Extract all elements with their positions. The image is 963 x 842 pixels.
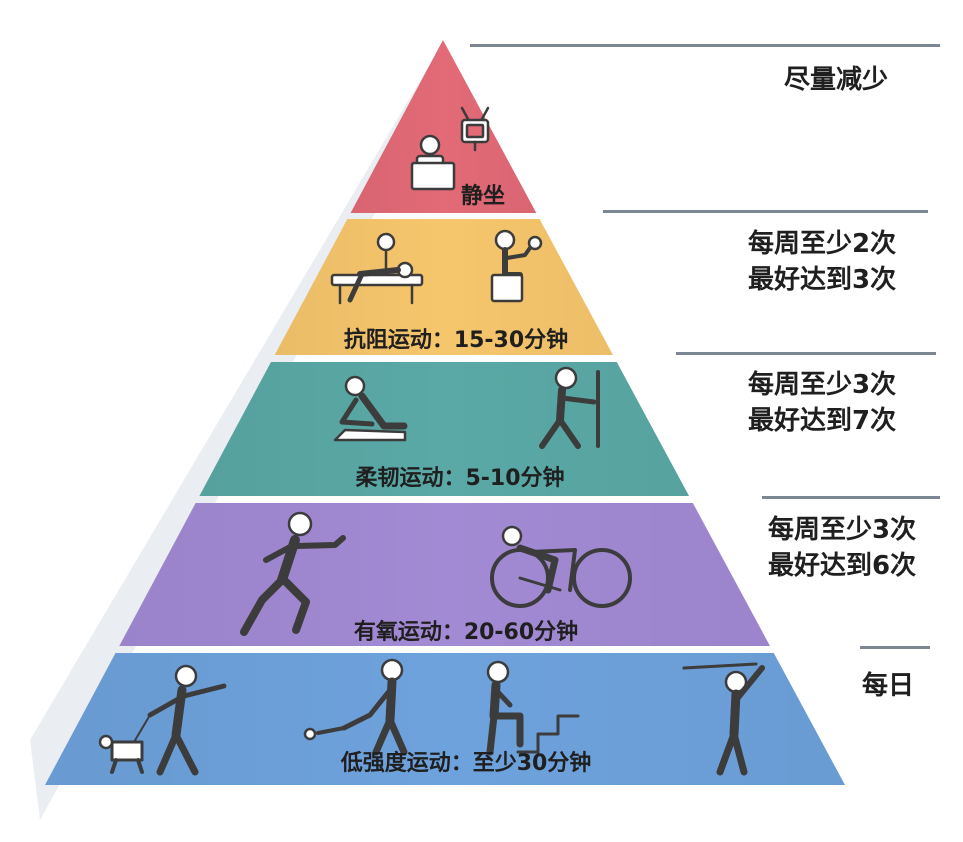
- cycling-icon: [490, 525, 632, 608]
- wall-stretch-icon: [539, 366, 600, 449]
- bench-press-icon: [330, 232, 424, 305]
- frequency-line: 每日: [862, 671, 915, 701]
- frequency-rule: [676, 352, 936, 355]
- frequency-line: 每周至少3次: [748, 370, 897, 400]
- frequency-line: 最好达到3次: [748, 265, 897, 295]
- frequency-rule: [470, 44, 940, 47]
- level-label-resistance: 抗阻运动：15-30分钟: [343, 328, 569, 353]
- frequency-resistance: 每周至少2次 最好达到3次: [748, 226, 896, 298]
- frequency-low-intensity: 每日: [862, 668, 914, 704]
- band-low-intensity-shade: [45, 653, 845, 785]
- frequency-sedentary: 尽量减少: [784, 62, 888, 98]
- running-icon: [240, 511, 346, 636]
- band-flexibility-shade: [199, 362, 690, 496]
- frequency-line: 每周至少2次: [748, 229, 897, 259]
- level-label-low-intensity: 低强度运动：至少30分钟: [340, 751, 592, 776]
- floor-stretch-icon: [333, 375, 408, 442]
- band-aerobic-shade: [119, 503, 770, 646]
- frequency-line: 最好达到7次: [748, 406, 897, 436]
- level-label-sedentary: 静坐: [460, 184, 506, 209]
- level-label-aerobic: 有氧运动：20-60分钟: [353, 620, 579, 645]
- dog-walking-icon: [98, 664, 227, 776]
- stair-climbing-icon: [486, 660, 580, 756]
- frequency-line: 每周至少3次: [768, 515, 917, 545]
- dumbbell-curl-icon: [490, 229, 543, 303]
- frequency-rule: [762, 496, 940, 499]
- vacuuming-icon: [303, 658, 408, 756]
- frequency-flexibility: 每周至少3次 最好达到7次: [748, 367, 896, 439]
- person-at-desk-icon: [410, 134, 456, 191]
- level-label-flexibility: 柔韧运动：5-10分钟: [355, 466, 565, 491]
- frequency-aerobic: 每周至少3次 最好达到6次: [768, 512, 916, 584]
- frequency-rule: [603, 210, 928, 213]
- frequency-line: 尽量减少: [784, 65, 889, 95]
- golf-swing-icon: [682, 662, 765, 776]
- frequency-line: 最好达到6次: [768, 551, 917, 581]
- band-sedentary-shade: [350, 40, 537, 213]
- frequency-rule: [860, 646, 930, 649]
- television-icon: [460, 106, 490, 152]
